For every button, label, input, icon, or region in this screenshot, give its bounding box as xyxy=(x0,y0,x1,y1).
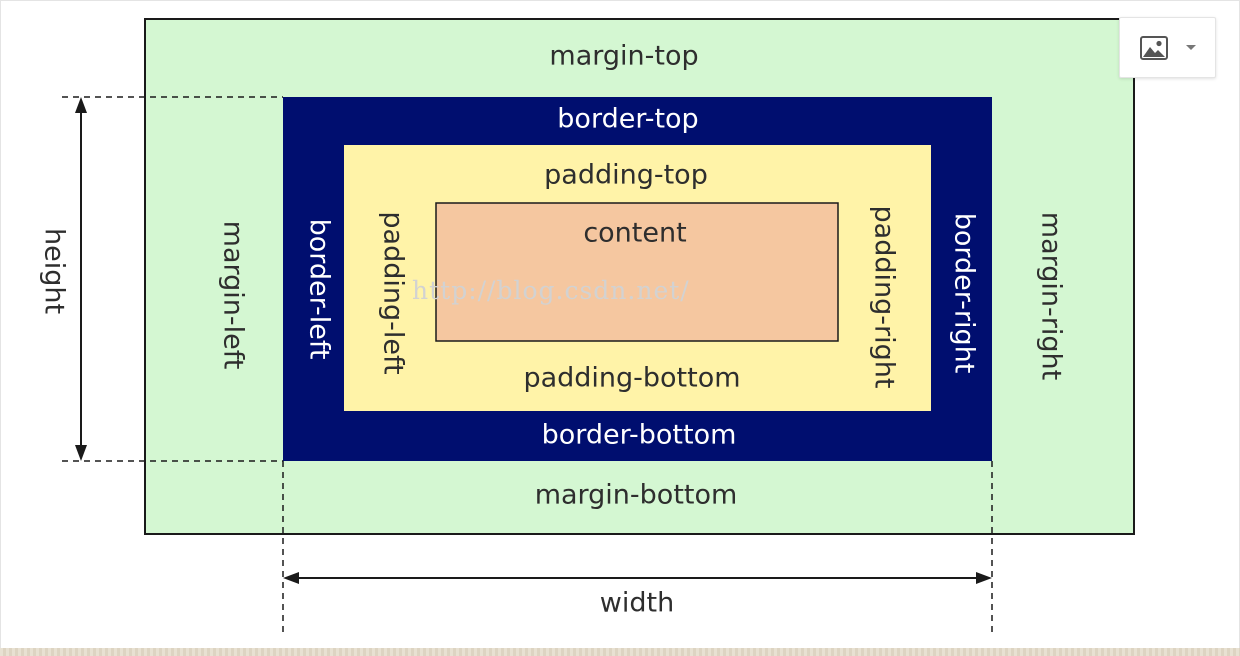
height-label: height xyxy=(39,228,70,314)
margin-top-label: margin-top xyxy=(549,41,698,72)
border-bottom-label: border-bottom xyxy=(542,420,737,451)
watermark: http://blog.csdn.net/ xyxy=(412,276,690,305)
padding-top-label: padding-top xyxy=(544,160,708,191)
height-arrow xyxy=(75,97,87,461)
border-right-label: border-right xyxy=(949,213,980,374)
margin-bottom-label: margin-bottom xyxy=(535,480,738,511)
bottom-strip xyxy=(0,648,1240,656)
padding-left-label: padding-left xyxy=(378,211,409,374)
content-label: content xyxy=(583,218,686,249)
margin-left-label: margin-left xyxy=(218,221,249,370)
border-left-label: border-left xyxy=(304,219,335,360)
image-icon[interactable] xyxy=(1140,36,1168,60)
content-box xyxy=(435,202,839,342)
width-label: width xyxy=(600,588,674,619)
margin-right-label: margin-right xyxy=(1036,212,1067,380)
image-toolbar xyxy=(1119,17,1216,78)
chevron-down-icon[interactable] xyxy=(1184,40,1198,54)
padding-right-label: padding-right xyxy=(869,206,900,389)
border-top-label: border-top xyxy=(557,104,698,135)
padding-bottom-label: padding-bottom xyxy=(523,363,740,394)
width-arrow xyxy=(283,572,992,584)
